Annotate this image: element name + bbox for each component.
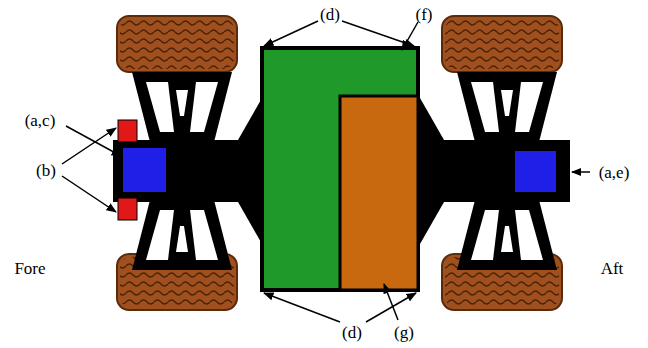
suspension-gap (501, 90, 513, 116)
body-mount (238, 98, 262, 244)
drawing-part (366, 293, 416, 322)
red-sensor (118, 120, 137, 142)
wheel-tread (120, 19, 234, 69)
drawing-part (384, 284, 398, 320)
suspension-gap (176, 226, 188, 252)
suspension-gap (515, 210, 543, 260)
drawing-part (62, 176, 116, 212)
callout-label: (a,e) (599, 164, 630, 181)
body-green (262, 48, 418, 290)
suspension-gap (146, 210, 174, 260)
callout-label: (f) (416, 6, 433, 23)
drawing-part (402, 22, 418, 50)
suspension-arm (457, 200, 557, 270)
suspension-gap (190, 210, 218, 260)
callout-label: (g) (394, 324, 414, 341)
drawing-part (342, 21, 414, 46)
suspension-gap (471, 210, 499, 260)
suspension-arm (132, 200, 232, 270)
blue-sensor (123, 148, 166, 192)
callout-label: (a,c) (25, 112, 56, 129)
body-orange (340, 96, 418, 290)
wheel (117, 16, 237, 72)
wheel (442, 16, 562, 72)
suspension-gap (501, 226, 513, 252)
drawing-part (62, 128, 116, 164)
body-mount (420, 98, 444, 244)
callout-label: Aft (601, 260, 624, 277)
wheel-tread (445, 19, 559, 69)
suspension-gap (515, 82, 543, 132)
drawing-part (572, 171, 590, 173)
suspension-gap (190, 82, 218, 132)
drawing-part (264, 21, 318, 46)
leader-lines (62, 21, 590, 322)
callout-label: (d) (320, 6, 340, 23)
drawing-part (264, 293, 340, 322)
callout-label: Fore (14, 260, 45, 277)
suspension-gap (146, 82, 174, 132)
callout-label: (d) (342, 324, 362, 341)
blue-sensor (515, 151, 556, 192)
suspension-gap (471, 82, 499, 132)
suspension-arm (132, 72, 232, 142)
callout-label: (b) (36, 162, 56, 179)
suspension-gap (176, 90, 188, 116)
red-sensor (118, 198, 137, 220)
suspension-arm (457, 72, 557, 142)
